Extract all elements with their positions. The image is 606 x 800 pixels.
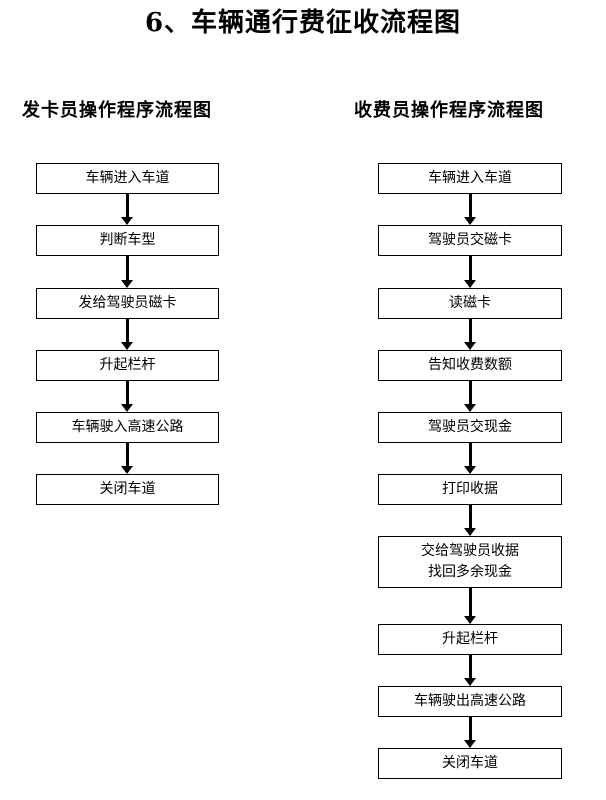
right-step-5: 驾驶员交现金: [378, 412, 562, 443]
right-arrow-5: [464, 443, 476, 474]
left-step-4: 升起栏杆: [36, 350, 219, 381]
left-flow-heading: 发卡员操作程序流程图: [22, 100, 212, 121]
right-step-4: 告知收费数额: [378, 350, 562, 381]
left-arrow-5: [121, 443, 133, 474]
right-arrow-2: [464, 256, 476, 288]
right-step-2: 驾驶员交磁卡: [378, 225, 562, 256]
right-step-8: 升起栏杆: [378, 624, 562, 655]
right-step-3: 读磁卡: [378, 288, 562, 319]
right-arrow-7: [464, 588, 476, 624]
right-step-1: 车辆进入车道: [378, 163, 562, 194]
left-arrow-3: [121, 319, 133, 350]
left-step-6: 关闭车道: [36, 474, 219, 505]
page-title: 6、车辆通行费征收流程图: [144, 8, 462, 38]
right-step-7: 交给驾驶员收据 找回多余现金: [378, 536, 562, 588]
right-arrow-9: [464, 717, 476, 748]
right-flow-heading: 收费员操作程序流程图: [354, 100, 544, 121]
right-arrow-1: [464, 194, 476, 225]
right-step-10: 关闭车道: [378, 748, 562, 779]
left-step-1: 车辆进入车道: [36, 163, 219, 194]
right-step-9: 车辆驶出高速公路: [378, 686, 562, 717]
left-arrow-1: [121, 194, 133, 225]
right-step-6: 打印收据: [378, 474, 562, 505]
left-arrow-2: [121, 256, 133, 288]
left-step-3: 发给驾驶员磁卡: [36, 288, 219, 319]
left-step-2: 判断车型: [36, 225, 219, 256]
left-step-5: 车辆驶入高速公路: [36, 412, 219, 443]
right-arrow-6: [464, 505, 476, 536]
left-arrow-4: [121, 381, 133, 412]
right-arrow-8: [464, 655, 476, 686]
right-arrow-3: [464, 319, 476, 350]
right-arrow-4: [464, 381, 476, 412]
